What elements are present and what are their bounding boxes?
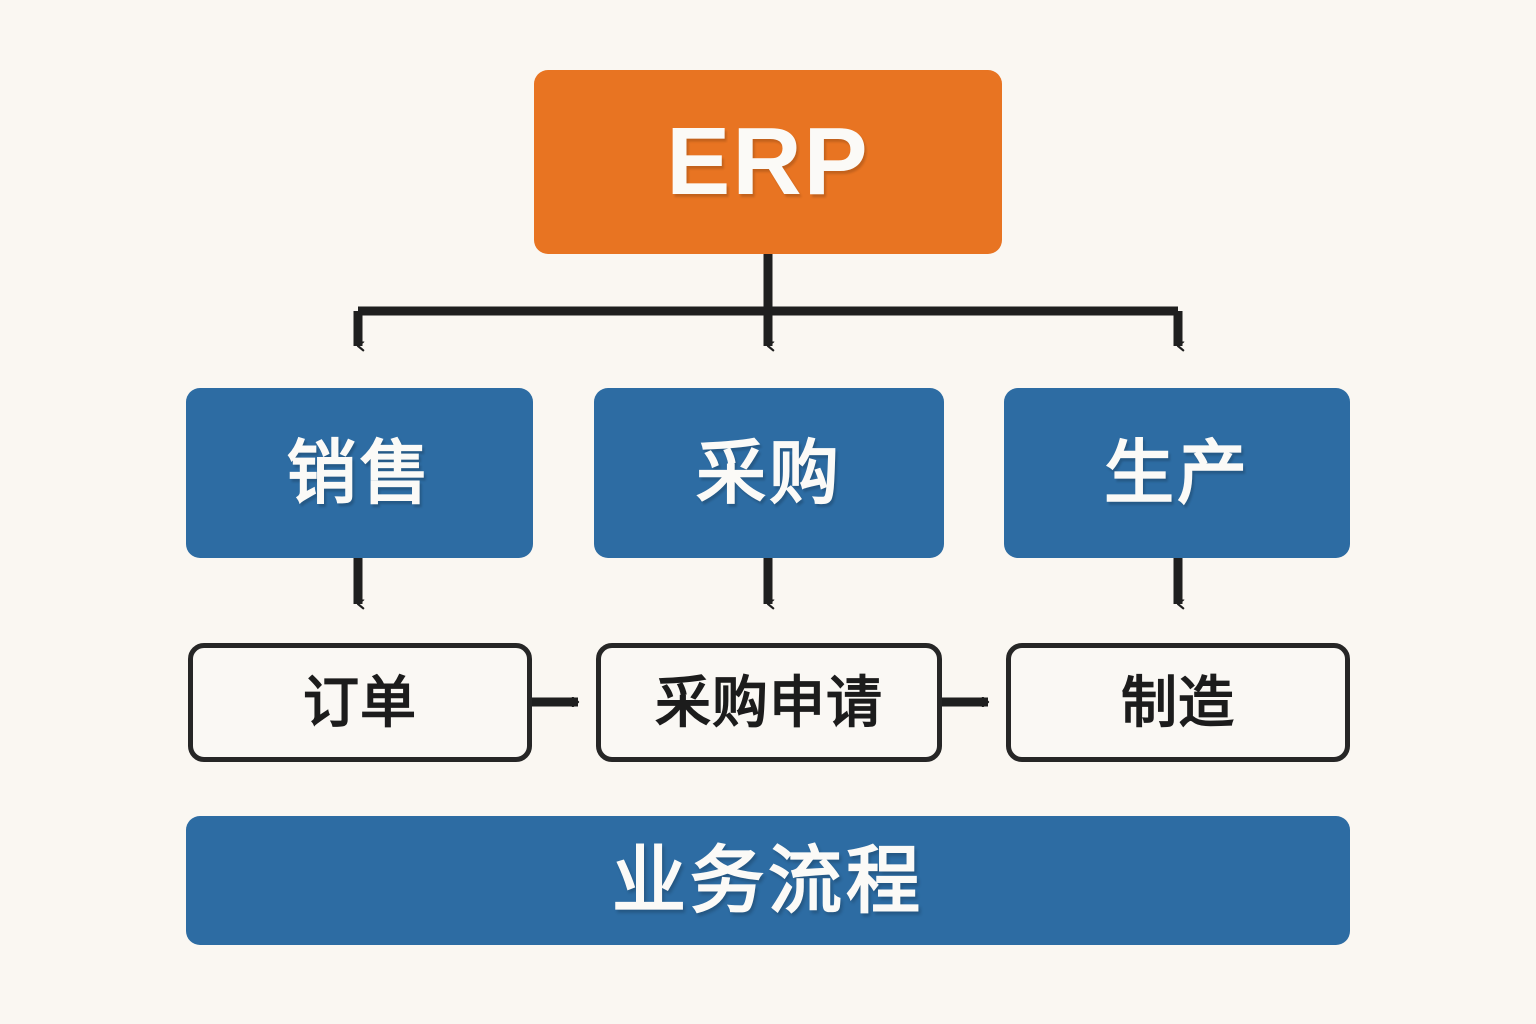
node-erp[interactable]: ERP — [534, 70, 1002, 254]
node-step-purchase-requisition[interactable]: 采购申请 — [596, 643, 942, 762]
node-business-process-banner[interactable]: 业务流程 — [186, 816, 1350, 945]
node-module-procurement[interactable]: 采购 — [594, 388, 944, 558]
node-module-sales[interactable]: 销售 — [186, 388, 533, 558]
node-module-production[interactable]: 生产 — [1004, 388, 1350, 558]
node-step-order[interactable]: 订单 — [188, 643, 532, 762]
node-step-manufacture[interactable]: 制造 — [1006, 643, 1350, 762]
